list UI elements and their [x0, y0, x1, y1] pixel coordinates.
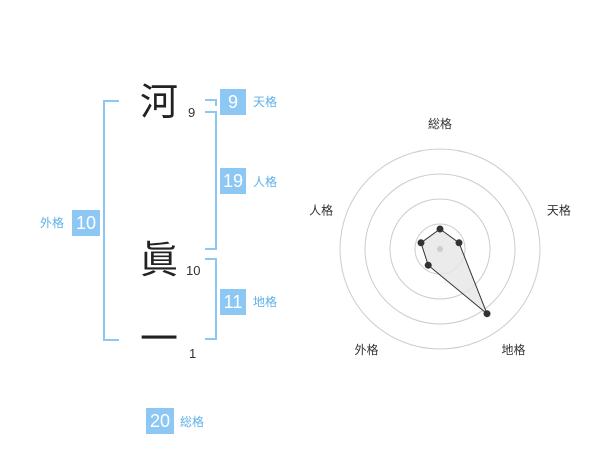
- name-char-3-strokes: 1: [189, 346, 197, 361]
- radar-ring-4: [339, 148, 541, 350]
- radar-point-2: [455, 239, 463, 247]
- radar-point-1: [436, 225, 444, 233]
- radar-shape: [417, 225, 491, 318]
- tenkaku-label: 天格: [253, 95, 278, 109]
- radar-axis-label-3: 地格: [501, 342, 525, 357]
- soukaku-label: 総格: [180, 415, 205, 429]
- name-char-2-strokes: 10: [186, 263, 201, 278]
- gaikaku-label: 外格: [40, 216, 65, 230]
- radar-polygon: [420, 228, 488, 315]
- jinkaku-bracket: [205, 111, 217, 250]
- chikaku-label: 地格: [253, 295, 278, 309]
- radar-axis-label-5: 人格: [309, 202, 333, 217]
- tenkaku-badge: 9: [220, 89, 246, 115]
- radar-ring-3: [364, 173, 516, 325]
- name-char-3: 一: [140, 317, 179, 361]
- radar-point-5: [417, 239, 425, 247]
- radar-axis-label-2: 天格: [547, 202, 571, 217]
- name-char-1: 河: [140, 80, 179, 124]
- jinkaku-label: 人格: [253, 175, 278, 189]
- chikaku-bracket: [205, 258, 217, 340]
- radar-axis-label-1: 総格: [428, 116, 452, 131]
- radar-point-4: [424, 261, 432, 269]
- radar-axis-label-4: 外格: [354, 342, 378, 357]
- name-char-1-strokes: 9: [188, 105, 196, 120]
- radar-point-3: [483, 310, 491, 318]
- gaikaku-bracket: [103, 100, 119, 341]
- name-char-2: 眞: [140, 238, 179, 282]
- jinkaku-badge: 19: [220, 168, 246, 194]
- soukaku-badge: 20: [146, 408, 174, 434]
- tenkaku-bracket: [205, 99, 217, 106]
- chikaku-badge: 11: [220, 289, 246, 315]
- radar-ring-2: [389, 198, 491, 300]
- radar-center-dot: [437, 246, 443, 252]
- gaikaku-badge: 10: [72, 210, 100, 236]
